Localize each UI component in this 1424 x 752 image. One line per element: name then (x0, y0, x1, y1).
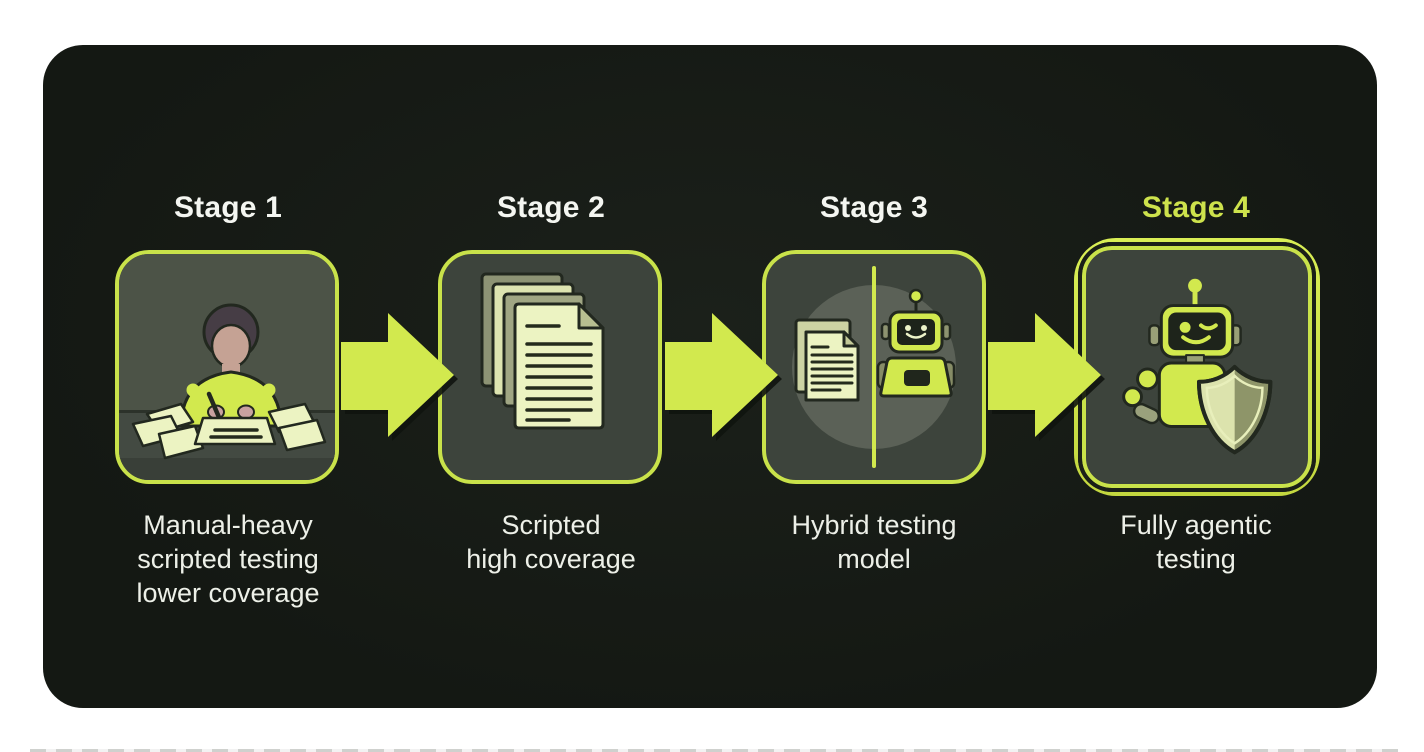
caption-line: Manual-heavy (143, 510, 313, 540)
arrow-right-icon (988, 313, 1105, 441)
documents-and-robot-icon (792, 266, 956, 468)
caption-line: testing (1156, 544, 1236, 574)
robot-with-shield-icon (1122, 278, 1273, 455)
stage4-title: Stage 4 (1141, 191, 1251, 224)
cropped-edge-artifact (30, 749, 1398, 752)
stage2-caption: Scripted high coverage (391, 508, 711, 576)
stage4-caption: Fully agentic testing (1036, 508, 1356, 576)
arrow-right-icon (341, 313, 458, 441)
stage2-box (438, 250, 662, 484)
caption-line: Fully agentic (1120, 510, 1272, 540)
stage3-title: Stage 3 (819, 191, 929, 224)
stage1-caption: Manual-heavy scripted testing lower cove… (68, 508, 388, 610)
stage2-title: Stage 2 (496, 191, 606, 224)
arrow-right-icon (665, 313, 782, 441)
caption-line: Hybrid testing (791, 510, 957, 540)
stage1-title: Stage 1 (173, 191, 283, 224)
caption-line: model (837, 544, 911, 574)
stage3-box (762, 250, 986, 484)
caption-line: scripted testing (137, 544, 319, 574)
stage1-box (115, 250, 339, 484)
stage4-box (1074, 238, 1320, 496)
stage3-caption: Hybrid testing model (714, 508, 1034, 576)
document-stack-icon (480, 272, 605, 430)
caption-line: Scripted (501, 510, 601, 540)
person-writing-icon (119, 254, 335, 480)
caption-line: high coverage (466, 544, 636, 574)
caption-line: lower coverage (136, 578, 320, 608)
